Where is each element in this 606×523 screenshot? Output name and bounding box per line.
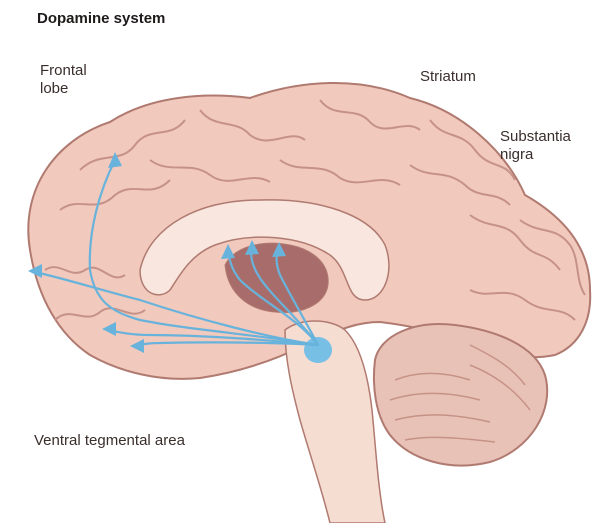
label-substantia-nigra: Substantia nigra	[500, 128, 571, 164]
cerebellum	[374, 324, 547, 465]
label-vta: Ventral tegmental area	[34, 432, 185, 450]
label-frontal-lobe: Frontal lobe	[40, 62, 87, 98]
label-striatum: Striatum	[420, 68, 476, 86]
brainstem	[285, 321, 385, 523]
vta-region	[304, 337, 332, 363]
